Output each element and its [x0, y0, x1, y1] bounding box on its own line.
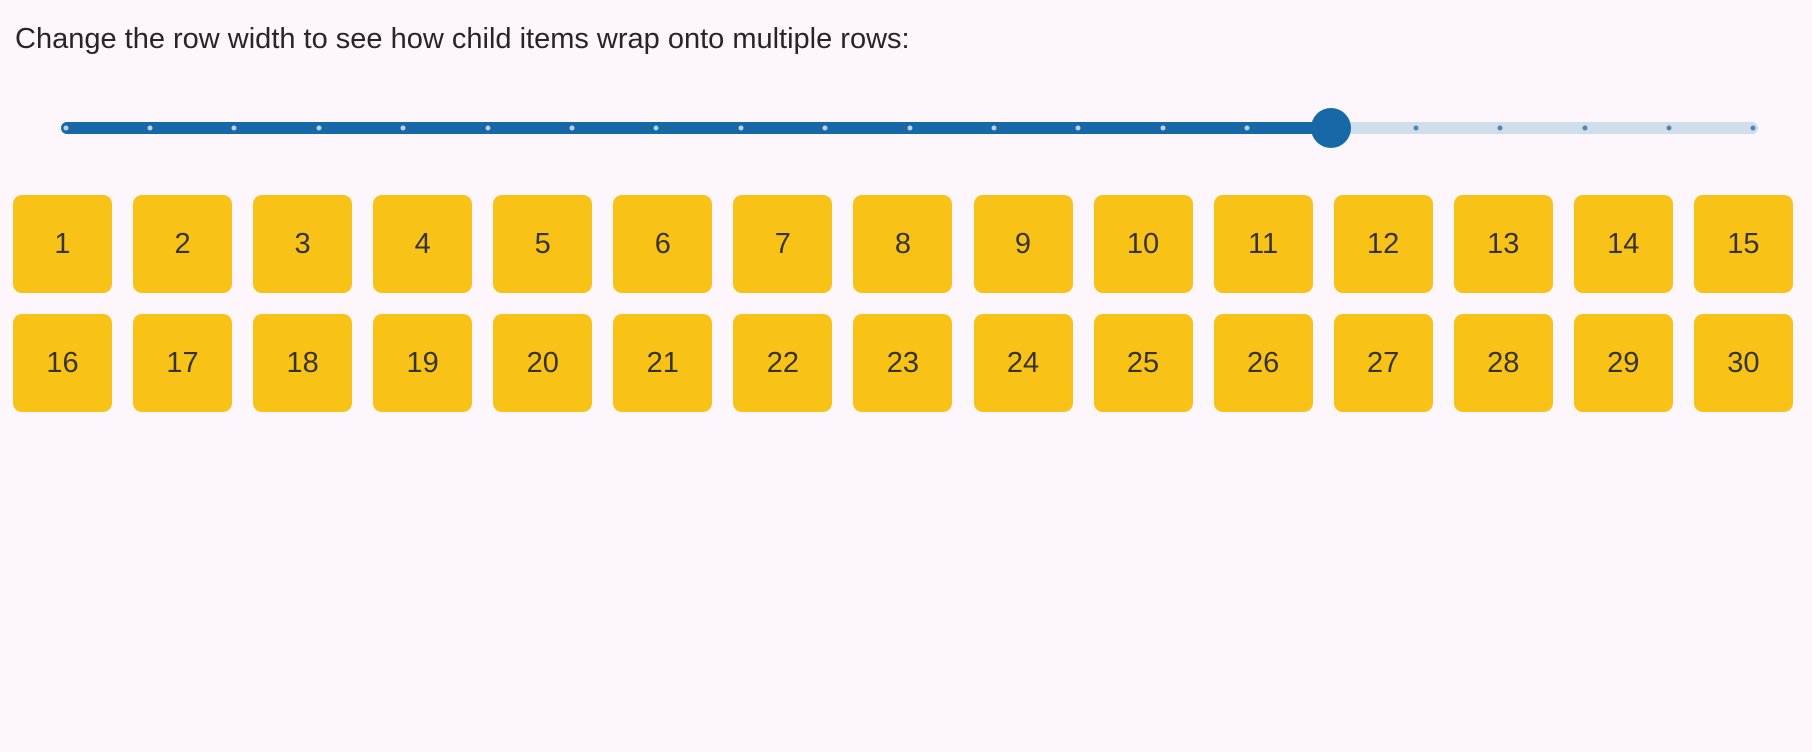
grid-item: 18: [253, 314, 353, 412]
slider-tick: [822, 125, 828, 131]
grid-item: 7: [733, 195, 833, 293]
slider-tick: [907, 125, 912, 131]
grid-item: 21: [613, 314, 713, 412]
grid-item: 27: [1333, 314, 1433, 412]
grid-item: 28: [1453, 314, 1553, 412]
slider-fill: [61, 122, 1331, 134]
grid-item: 13: [1453, 195, 1553, 293]
grid-item: 14: [1573, 195, 1673, 293]
grid-item: 20: [493, 314, 593, 412]
grid-item: 2: [133, 195, 233, 293]
slider-tick: [1750, 125, 1756, 131]
slider-tick: [1160, 125, 1166, 131]
slider-thumb-handle[interactable]: [1311, 108, 1351, 148]
slider-track[interactable]: [61, 108, 1758, 148]
slider-tick: [147, 125, 153, 131]
slider-tick: [485, 125, 491, 131]
grid-item: 10: [1093, 195, 1193, 293]
slider-tick: [1244, 125, 1250, 131]
grid-item: 25: [1093, 314, 1193, 412]
slider-tick: [1582, 125, 1588, 131]
grid-item: 9: [973, 195, 1073, 293]
grid-item: 30: [1693, 314, 1793, 412]
grid-item: 12: [1333, 195, 1433, 293]
grid-item: 8: [853, 195, 953, 293]
grid-item: 29: [1573, 314, 1673, 412]
grid-item: 5: [493, 195, 593, 293]
grid-item: 16: [13, 314, 112, 412]
slider-tick: [1413, 125, 1419, 131]
slider-tick: [569, 125, 575, 131]
slider-tick: [400, 125, 406, 131]
grid-item: 23: [853, 314, 953, 412]
slider-tick: [991, 125, 997, 131]
page-title: Change the row width to see how child it…: [15, 23, 910, 55]
row-width-slider[interactable]: [0, 95, 1812, 159]
slider-tick: [316, 125, 322, 131]
grid-item: 17: [133, 314, 233, 412]
slider-tick: [231, 125, 237, 131]
slider-tick: [653, 125, 659, 131]
slider-tick: [1666, 125, 1672, 131]
slider-tick: [1075, 125, 1081, 131]
grid-item: 3: [253, 195, 353, 293]
slider-tick: [63, 125, 69, 131]
grid-item: 6: [613, 195, 713, 293]
grid-item: 19: [373, 314, 473, 412]
slider-tick: [1497, 125, 1503, 131]
grid-item: 1: [13, 195, 112, 293]
grid-item: 24: [973, 314, 1073, 412]
slider-tick: [738, 125, 744, 131]
grid-item: 15: [1693, 195, 1793, 293]
grid-item: 4: [373, 195, 473, 293]
grid-item: 11: [1213, 195, 1313, 293]
grid-item: 22: [733, 314, 833, 412]
grid-item: 26: [1213, 314, 1313, 412]
